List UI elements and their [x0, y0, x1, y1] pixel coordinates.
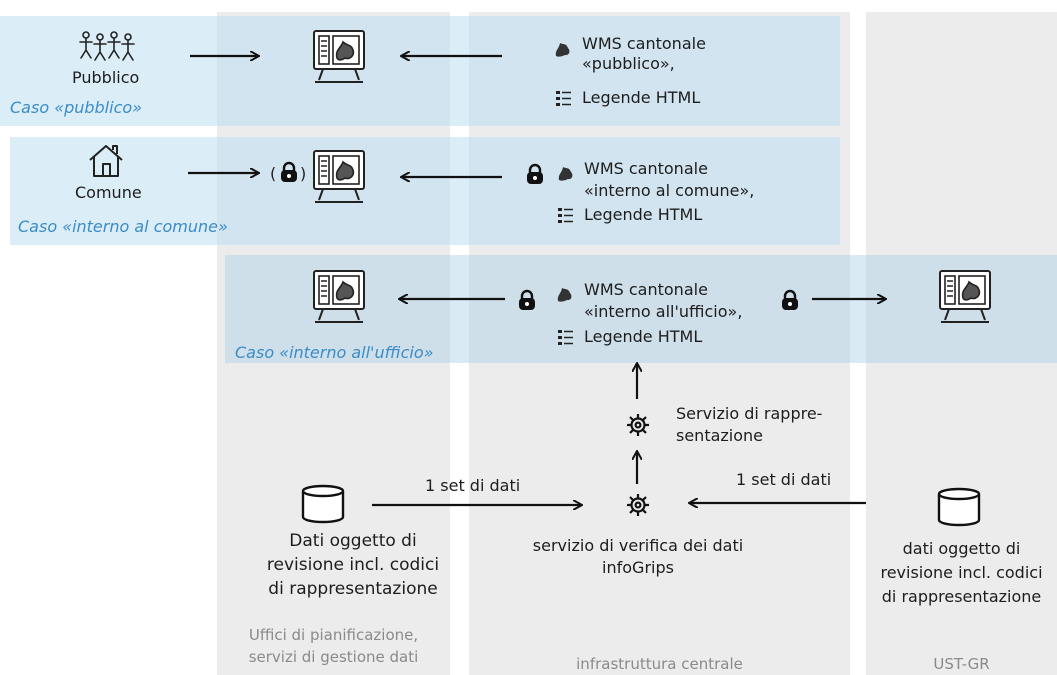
monitor-map-icon — [313, 30, 365, 83]
data-left-line-3: di rappresentazione — [268, 579, 438, 599]
flow-label-right: 1 set di dati — [736, 470, 832, 489]
offices-line-1: Uffici di pianificazione, — [248, 626, 419, 644]
column-label-central: infrastruttura centrale — [576, 655, 743, 673]
lock-icon — [782, 289, 798, 310]
lock-icon — [527, 163, 543, 184]
wms-label-office: WMS cantonale «interno all'ufficio», — [584, 278, 742, 324]
representation-line-1: Servizio di rappre- — [676, 404, 823, 423]
data-left-line-1: Dati oggetto di — [289, 531, 417, 551]
data-right-line-1: dati oggetto di — [902, 539, 1021, 558]
legend-label-commune: Legende HTML — [584, 205, 703, 224]
map-layers-icon — [555, 43, 570, 57]
column-ust-gr — [866, 12, 1057, 675]
wms-line-2: «interno al comune», — [584, 181, 755, 200]
offices-line-2: servizi di gestione dati — [248, 648, 419, 666]
wms-line-1: WMS cantonale — [582, 34, 706, 53]
actor-label-commune: Comune — [75, 183, 142, 202]
actor-label-public: Pubblico — [72, 68, 140, 87]
monitor-map-icon — [939, 270, 991, 323]
database-icon — [937, 487, 981, 527]
column-label-offices: Uffici di pianificazione, servizi di ges… — [217, 624, 450, 668]
data-left-label: Dati oggetto di revisione incl. codici d… — [238, 529, 468, 601]
lock-icon — [519, 289, 535, 310]
wms-line-1: WMS cantonale — [584, 159, 708, 178]
representation-service-label: Servizio di rappre- sentazione — [676, 402, 822, 448]
wms-label-commune: WMS cantonale «interno al comune», — [584, 157, 754, 203]
verification-line-1: servizio di verifica dei dati — [532, 536, 744, 555]
legend-list-icon — [558, 330, 573, 345]
legend-list-icon — [556, 91, 571, 106]
paren-close: ) — [300, 164, 307, 183]
paren-open: ( — [270, 164, 277, 183]
data-right-label: dati oggetto di revisione incl. codici d… — [866, 537, 1057, 609]
people-icon — [79, 31, 135, 61]
representation-line-2: sentazione — [676, 426, 764, 445]
data-left-line-2: revisione incl. codici — [266, 555, 440, 575]
data-right-line-3: di rappresentazione — [881, 587, 1042, 606]
map-layers-icon — [558, 167, 573, 181]
column-label-ust: UST-GR — [933, 655, 990, 673]
house-icon — [89, 145, 123, 177]
wms-line-1: WMS cantonale — [584, 280, 708, 299]
monitor-map-icon — [313, 270, 365, 323]
case-label-commune: Caso «interno al comune» — [18, 217, 228, 236]
verification-service-label: servizio di verifica dei dati infoGrips — [498, 534, 778, 580]
wms-label-public: WMS cantonale «pubblico», — [582, 32, 706, 76]
monitor-map-icon — [313, 150, 365, 203]
map-layers-icon — [557, 288, 572, 302]
band-public — [0, 16, 840, 126]
database-icon — [301, 484, 345, 524]
legend-list-icon — [558, 208, 573, 223]
case-label-office: Caso «interno all'ufficio» — [235, 343, 434, 362]
wms-line-2: «interno all'ufficio», — [584, 302, 743, 321]
wms-line-2: «pubblico», — [582, 54, 675, 73]
legend-label-office: Legende HTML — [584, 327, 703, 346]
case-label-public: Caso «pubblico» — [10, 98, 143, 117]
lock-icon — [281, 161, 297, 182]
flow-label-left: 1 set di dati — [425, 476, 521, 495]
band-commune — [10, 137, 840, 245]
gear-icon — [627, 414, 649, 436]
verification-line-2: infoGrips — [602, 558, 674, 577]
gear-icon — [627, 494, 649, 516]
legend-label-public: Legende HTML — [582, 88, 701, 107]
data-right-line-2: revisione incl. codici — [880, 563, 1043, 582]
